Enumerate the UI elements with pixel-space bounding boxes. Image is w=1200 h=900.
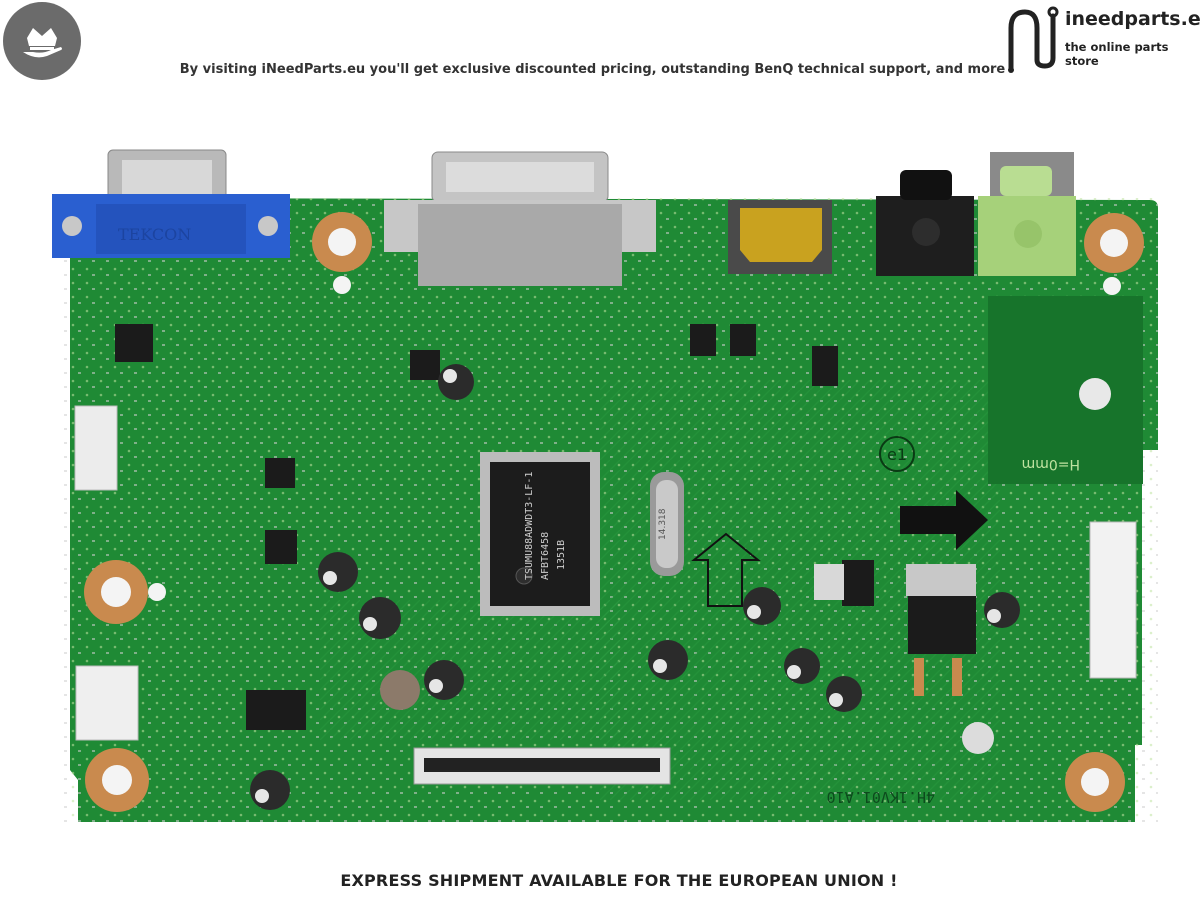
vga-connector: TEKCON (52, 149, 290, 258)
e1-marking: e1 (887, 445, 907, 464)
vga-brand: TEKCON (118, 225, 191, 244)
audio-jack-black (876, 170, 974, 276)
ic-chips (115, 324, 976, 730)
regulator-tab (906, 564, 976, 596)
pad-label: H=0mm (1022, 456, 1080, 472)
direction-arrow-up (691, 532, 761, 607)
right-connector (1089, 521, 1137, 679)
hdmi-connector (728, 200, 832, 274)
crown-hand-icon (23, 28, 62, 58)
crystal-label: 14.318 (658, 508, 668, 540)
dvi-connector (384, 151, 656, 286)
logo-tagline: the online parts store (1065, 40, 1169, 68)
logo-name: ineedparts.eu (1065, 8, 1200, 30)
side-connector-bottom (75, 665, 139, 741)
crystal-oscillator: 14.318 (650, 472, 684, 576)
shipping-banner: EXPRESS SHIPMENT AVAILABLE FOR THE EUROP… (340, 871, 898, 890)
pcb-code: 4H.1KV01.A10 (827, 788, 935, 806)
side-connector-top (74, 405, 118, 491)
chip-line3: 1351B (556, 540, 567, 570)
direction-arrow-right (900, 490, 988, 550)
chip-line1: TSUMU88ADWDT3-LF-1 (524, 472, 535, 580)
circuit-n-icon (1008, 6, 1059, 73)
ineedparts-logo[interactable]: ineedparts.eu the online parts store (1003, 4, 1200, 76)
copper-pad (988, 296, 1143, 484)
ribbon-connector (413, 747, 671, 785)
chip-line2: AFBT6458 (540, 532, 551, 580)
main-chip: TSUMU88ADWDT3-LF-1 AFBT6458 1351B (480, 452, 600, 616)
audio-jack-green (978, 152, 1076, 276)
capacitors (250, 364, 1020, 810)
promo-text: By visiting iNeedParts.eu you'll get exc… (179, 62, 1006, 77)
crown-badge (3, 2, 81, 80)
